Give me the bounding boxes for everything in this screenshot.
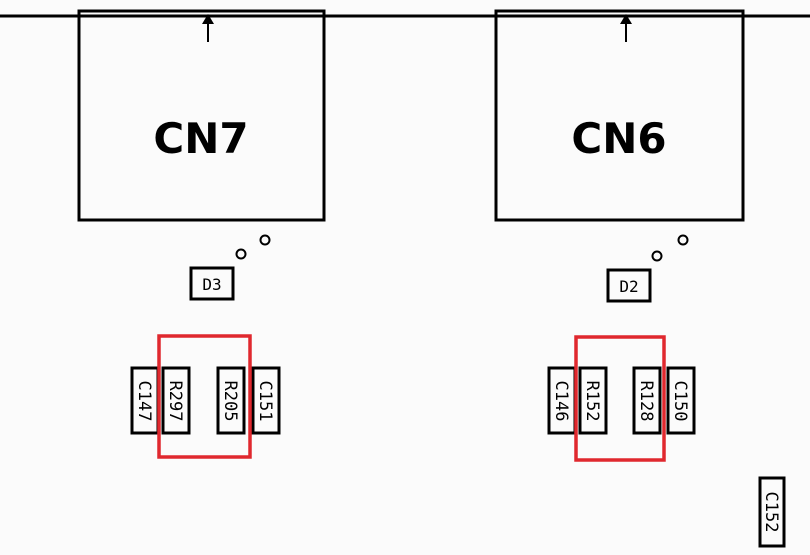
component-c147-label: C147: [134, 381, 154, 422]
connector-cn7[interactable]: CN7: [77, 9, 326, 222]
component-c146[interactable]: C146: [547, 366, 577, 435]
component-r152[interactable]: R152: [578, 366, 608, 435]
component-c152[interactable]: C152: [758, 476, 786, 548]
component-c152-label: C152: [761, 492, 781, 533]
diode-d3-label: D3: [202, 275, 221, 294]
via-hole-icon: [259, 234, 271, 246]
via-hole-icon: [651, 250, 663, 262]
connector-cn6-outline: [494, 9, 745, 222]
pin1-arrow-icon: [202, 14, 214, 42]
component-r297[interactable]: R297: [161, 366, 191, 435]
component-r205-label: R205: [220, 381, 240, 422]
diode-d2[interactable]: D2: [606, 268, 652, 303]
connector-cn7-outline: [77, 9, 326, 222]
component-c150[interactable]: C150: [666, 366, 696, 435]
component-c147[interactable]: C147: [130, 366, 160, 435]
component-c151[interactable]: C151: [251, 366, 281, 435]
connector-cn7-label: CN7: [153, 114, 248, 163]
component-r297-label: R297: [165, 381, 185, 422]
diode-d2-label: D2: [619, 277, 638, 296]
component-c150-label: C150: [670, 381, 690, 422]
diode-d3[interactable]: D3: [189, 266, 235, 301]
component-r152-label: R152: [582, 381, 602, 422]
component-c151-label: C151: [255, 381, 275, 422]
via-hole-icon: [677, 234, 689, 246]
component-r128[interactable]: R128: [632, 366, 662, 435]
connector-cn6[interactable]: CN6: [494, 9, 745, 222]
connector-cn6-label: CN6: [571, 114, 666, 163]
via-hole-icon: [235, 248, 247, 260]
component-c146-label: C146: [551, 381, 571, 422]
component-r128-label: R128: [636, 381, 656, 422]
component-r205[interactable]: R205: [216, 366, 246, 435]
pin1-arrow-icon: [620, 14, 632, 42]
highlight-box-right: [574, 335, 666, 462]
highlight-box-left: [157, 334, 252, 459]
